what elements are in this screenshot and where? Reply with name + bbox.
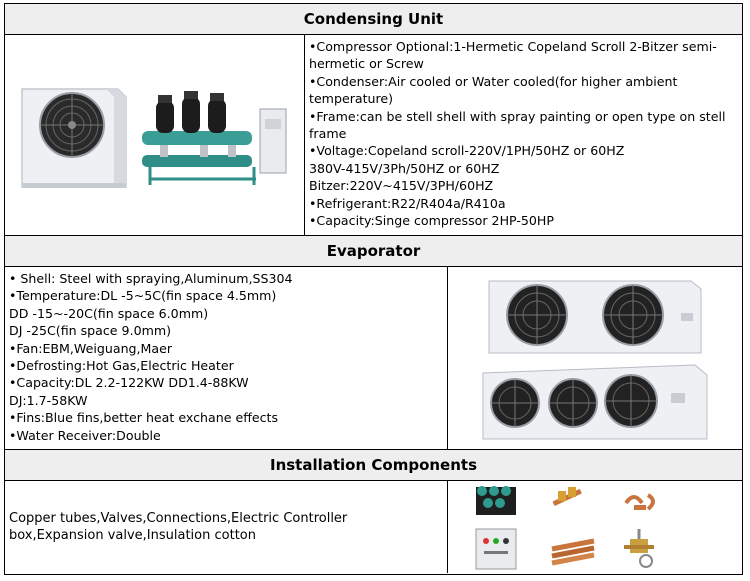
expansion-valve-image	[624, 529, 654, 568]
installation-images	[448, 481, 742, 573]
spec-line: DJ -25C(fin space 9.0mm)	[9, 323, 172, 339]
installation-description-cell: Copper tubes,Valves,Connections,Electric…	[5, 481, 448, 573]
spec-line: •Capacity:DL 2.2-122KW DD1.4-88KW	[9, 375, 249, 391]
spec-line: •Condenser:Air cooled or Water cooled(fo…	[309, 73, 678, 107]
evaporator-illustration	[482, 280, 708, 440]
spec-line: DD -15~-20C(fin space 6.0mm)	[9, 305, 209, 321]
copper-pipes-image	[551, 538, 595, 566]
spec-line: •Defrosting:Hot Gas,Electric Heater	[9, 358, 234, 374]
spec-line: •Refrigerant:R22/R404a/R410a	[309, 195, 506, 211]
spec-line: •Fins:Blue fins,better heat exchane effe…	[9, 410, 279, 426]
installation-description: Copper tubes,Valves,Connections,Electric…	[9, 510, 348, 543]
installation-row: Copper tubes,Valves,Connections,Electric…	[5, 481, 742, 573]
spec-line: •Frame:can be stell shell with spray pai…	[309, 108, 726, 142]
installation-title: Installation Components	[269, 456, 478, 474]
evaporator-header: Evaporator	[5, 236, 742, 267]
condensing-unit-title: Condensing Unit	[303, 10, 444, 28]
valves-image	[552, 487, 582, 507]
spec-line: •Water Receiver:Double	[9, 427, 161, 443]
spec-line: •Capacity:Singe compressor 2HP-50HP	[309, 213, 554, 229]
evaporator-image	[448, 267, 742, 449]
spec-line: •Fan:EBM,Weiguang,Maer	[9, 340, 173, 356]
evaporator-specs: • Shell: Steel with spraying,Aluminum,SS…	[5, 267, 448, 449]
spec-sheet: Condensing Unit	[4, 3, 743, 575]
condensing-unit-row: •Compressor Optional:1-Hermetic Copeland…	[5, 35, 742, 236]
installation-header: Installation Components	[5, 450, 742, 481]
condensing-unit-specs: •Compressor Optional:1-Hermetic Copeland…	[305, 35, 742, 235]
controller-box-image	[475, 528, 517, 570]
spec-line: •Temperature:DL -5~5C(fin space 4.5mm)	[9, 288, 277, 304]
copper-fittings-image	[624, 493, 655, 511]
spec-line: 380V-415V/3Ph/50HZ or 60HZ	[309, 160, 500, 176]
spec-line: Bitzer:220V~415V/3PH/60HZ	[309, 178, 494, 194]
condensing-unit-image	[5, 35, 305, 235]
spec-line: DJ:1.7-58KW	[9, 392, 88, 408]
installation-illustration	[475, 486, 655, 570]
condensing-unit-illustration	[20, 88, 286, 188]
evaporator-row: • Shell: Steel with spraying,Aluminum,SS…	[5, 267, 742, 450]
condensing-unit-header: Condensing Unit	[5, 4, 742, 35]
insulation-tubes-image	[476, 486, 516, 515]
spec-line: • Shell: Steel with spraying,Aluminum,SS…	[9, 271, 293, 286]
spec-line: •Voltage:Copeland scroll-220V/1PH/50HZ o…	[309, 143, 625, 159]
spec-line: •Compressor Optional:1-Hermetic Copeland…	[309, 39, 717, 72]
evaporator-title: Evaporator	[326, 242, 421, 260]
